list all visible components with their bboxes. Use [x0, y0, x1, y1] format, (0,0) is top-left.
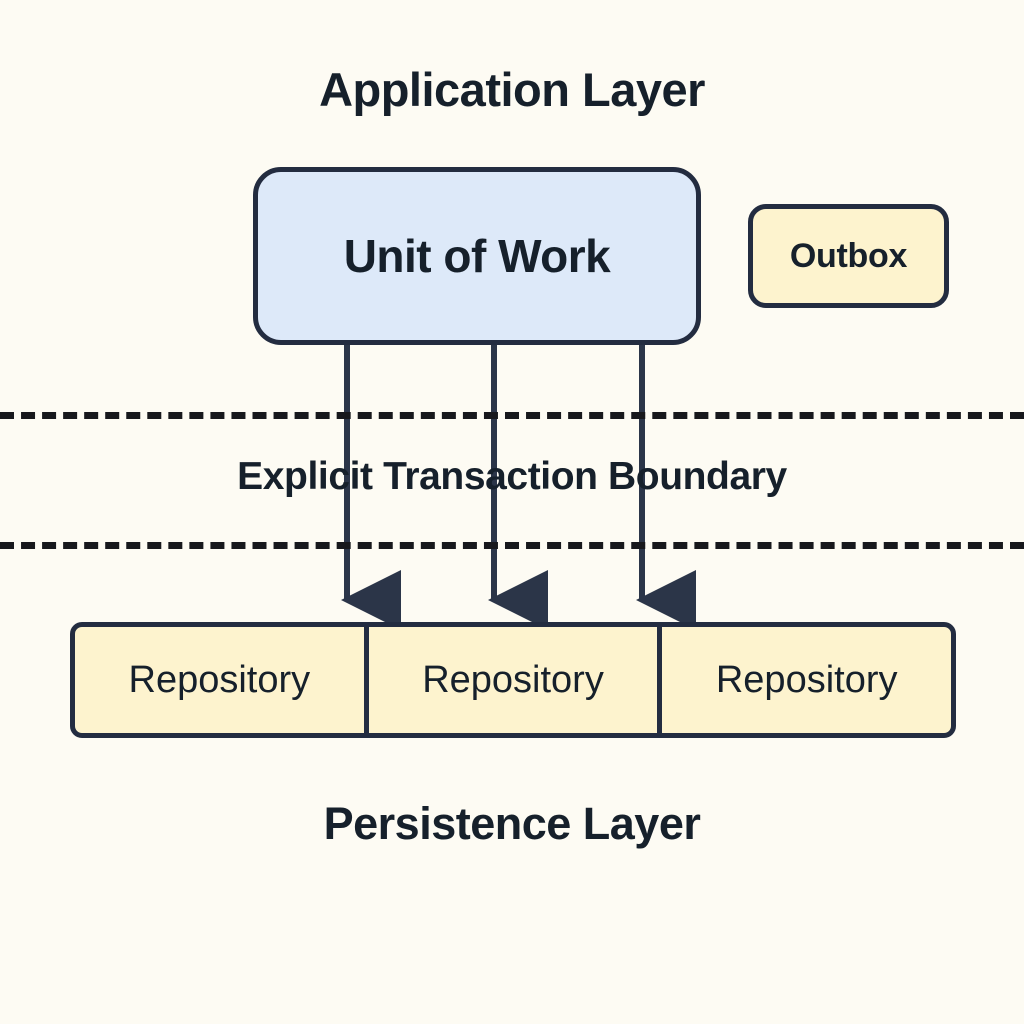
- repository-cell-3-label: Repository: [715, 658, 898, 701]
- repository-cell-2-label: Repository: [422, 658, 604, 701]
- persistence-layer-title: Persistence Layer: [323, 798, 701, 849]
- transaction-boundary-line-top: [0, 412, 1024, 419]
- repository-cell-1[interactable]: Repository: [75, 627, 364, 733]
- repository-cell-1-label: Repository: [128, 658, 311, 701]
- node-outbox-label: Outbox: [789, 236, 908, 275]
- node-unit-of-work-label: Unit of Work: [343, 230, 611, 282]
- repository-cell-2[interactable]: Repository: [363, 627, 658, 733]
- transaction-boundary-label: Explicit Transaction Boundary: [237, 455, 787, 498]
- node-unit-of-work[interactable]: Unit of Work: [253, 167, 701, 345]
- transaction-boundary-line-bottom: [0, 542, 1024, 549]
- repository-bar: Repository Repository Repository: [70, 622, 956, 738]
- repository-cell-3[interactable]: Repository: [657, 627, 951, 733]
- application-layer-title: Application Layer: [319, 63, 705, 116]
- node-outbox[interactable]: Outbox: [748, 204, 949, 308]
